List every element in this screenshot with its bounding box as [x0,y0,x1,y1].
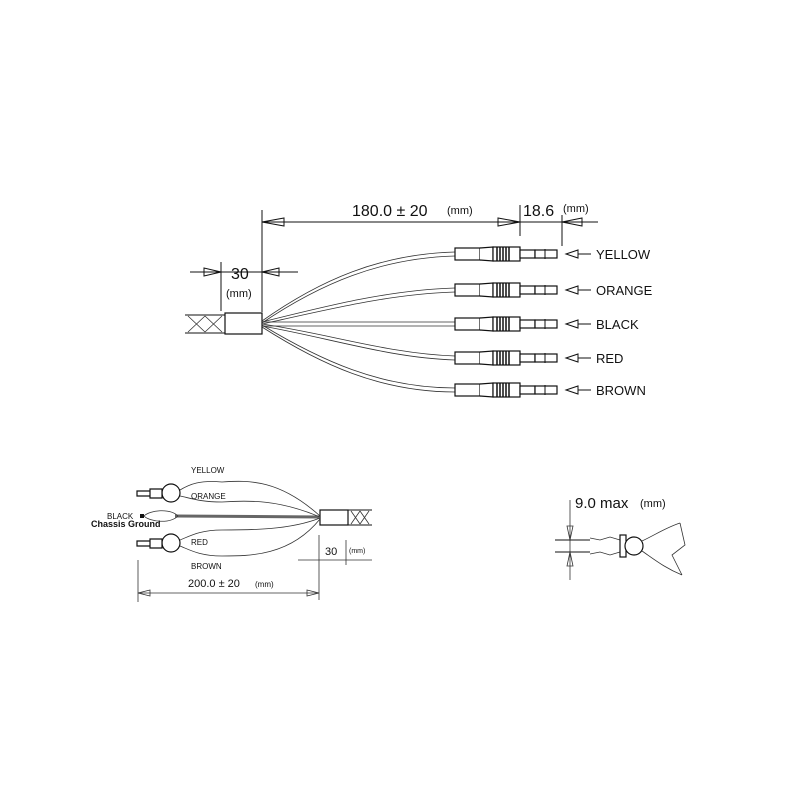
label-yellow: YELLOW [191,466,225,475]
length-dimension: 180.0 ± 20 (mm) 18.6 (mm) [261,203,598,312]
length-value: 200.0 ± 20 [188,578,240,590]
label-brown: BROWN [191,562,222,571]
label-black: BLACK [107,512,134,521]
arrow-icon [565,319,592,329]
length-unit: (mm) [255,580,274,589]
connector-orange [454,282,558,298]
wire-label-orange: ORANGE [596,283,653,298]
arrow-icon [565,353,592,363]
diameter-unit: (mm) [640,498,666,510]
arrow-icon [565,285,592,295]
cable-sheath [185,312,263,335]
label-red: RED [191,538,208,547]
diameter-value: 9.0 max [575,495,629,512]
bottom-right-detail: 9.0 max (mm) [555,495,686,580]
wires [261,251,456,393]
arrow-icon [565,385,592,395]
connector-black [454,316,558,332]
connector-brown [454,382,558,398]
pin-length-value: 18.6 [523,203,554,220]
pin-length-unit: (mm) [563,203,589,215]
label-orange: ORANGE [191,492,226,501]
sleeve-dimension: 30 (mm) [190,262,298,311]
wire-label-brown: BROWN [596,383,646,398]
connector-body [161,483,181,503]
sleeve [319,509,349,526]
length-value: 180.0 ± 20 [352,203,428,220]
connector-body [161,533,181,553]
top-harness: YELLOW ORANGE BLACK RED BROWN 180.0 ± 20… [185,203,653,398]
connector-yellow [454,246,558,262]
sleeve-unit: (mm) [349,548,365,555]
wire-label-black: BLACK [596,317,639,332]
label-chassis-ground: Chassis Ground [91,519,161,529]
sleeve-value: 30 [325,546,337,558]
sleeve [224,312,263,335]
sleeve-value: 30 [231,266,249,283]
arrow-icon [565,249,592,259]
connector-red [454,350,558,366]
bottom-left-harness: YELLOW ORANGE BLACK Chassis Ground RED B… [91,466,372,602]
wire-label-red: RED [596,351,623,366]
length-unit: (mm) [447,205,473,217]
wire-label-yellow: YELLOW [596,247,651,262]
sleeve-unit: (mm) [226,288,252,300]
